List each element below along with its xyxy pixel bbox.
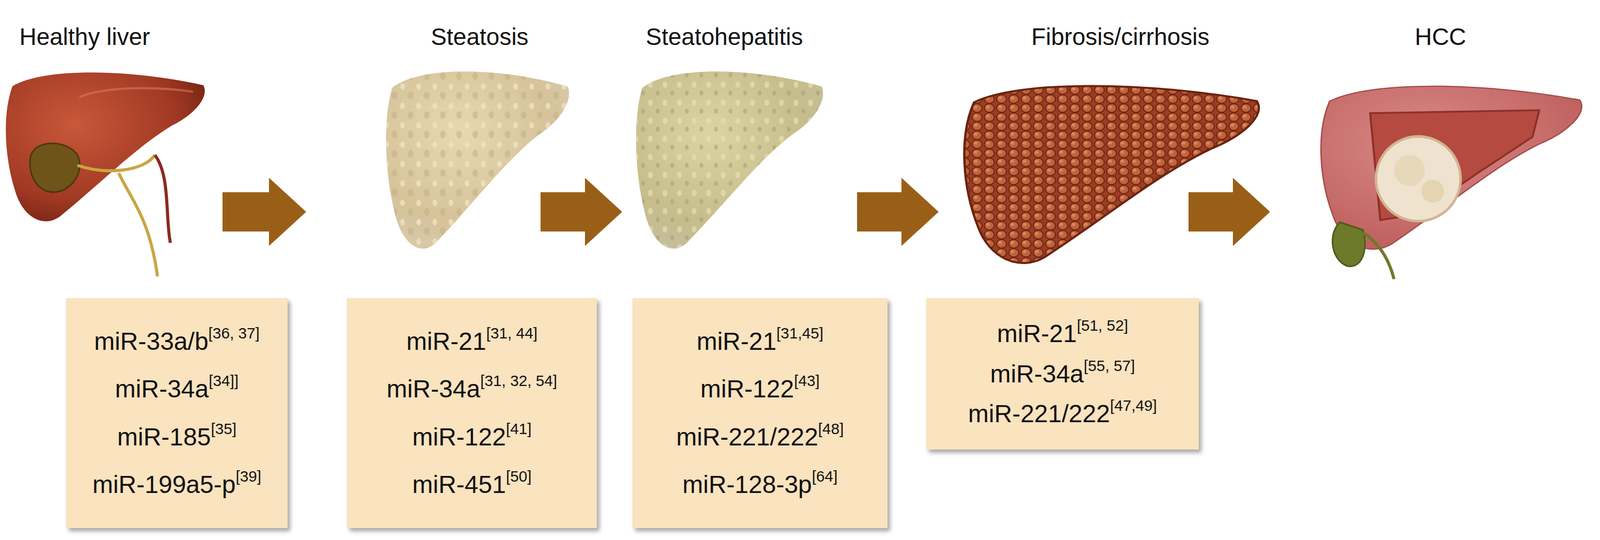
cirrhotic-liver: [964, 85, 1259, 263]
gallbladder: [1332, 222, 1366, 266]
mirna-name: miR-34a[34]]: [115, 373, 239, 404]
mirna-name: miR-185[35]: [117, 421, 237, 452]
mirna-name: miR-221/222[48]: [676, 421, 844, 452]
mirna-name: miR-21[31, 44]: [406, 326, 538, 357]
mirna-name: miR-451[50]: [412, 469, 532, 500]
mirna-box: miR-21[51, 52] miR-34a[55, 57] miR-221/222…: [926, 297, 1199, 450]
stage-heading: Healthy liver: [19, 22, 150, 52]
steatohepatitis-liver: [636, 71, 823, 249]
liver-body: [964, 85, 1259, 263]
liver-highlight: [79, 88, 194, 98]
progression-arrow: [857, 177, 939, 246]
progression-arrow: [540, 177, 623, 246]
inflamed-spots: [636, 71, 823, 249]
liver-body: [5, 72, 205, 221]
gallbladder: [29, 143, 80, 193]
stage-heading: Steatosis: [430, 22, 529, 52]
stage-heading: HCC: [1414, 22, 1467, 52]
tumour-texture: [1421, 179, 1445, 203]
stage-heading: Fibrosis/cirrhosis: [1031, 22, 1210, 52]
mirna-box: miR-21[31, 44] miR-34a[31, 32, 54] miR-122…: [346, 297, 597, 528]
tumour-texture: [1393, 154, 1425, 186]
mirna-name: miR-33a/b[36, 37]: [93, 326, 260, 357]
bile-duct: [1363, 232, 1394, 279]
mirna-box: miR-21[31,45] miR-122[43] miR-221/222[48] m…: [632, 297, 888, 528]
bile-duct: [77, 154, 158, 277]
mirna-box: miR-33a/b[36, 37] miR-34a[34]] miR-185[35]…: [66, 297, 288, 528]
mirna-name: miR-199a5-p[39]: [92, 469, 262, 500]
mirna-name: miR-122[41]: [412, 421, 532, 452]
mirna-name: miR-221/222[47,49]: [968, 398, 1158, 429]
progression-arrow: [222, 177, 307, 246]
mirna-name: miR-128-3p[64]: [682, 469, 838, 500]
hcc-liver: [1321, 86, 1582, 249]
progression-arrow: [1188, 177, 1271, 246]
liver-body: [1321, 86, 1582, 249]
tumour: [1375, 136, 1461, 221]
blood-vessel: [154, 154, 171, 243]
mirna-name: miR-34a[55, 57]: [990, 358, 1136, 389]
mirna-name: miR-21[51, 52]: [996, 318, 1129, 349]
mirna-name: miR-34a[31, 32, 54]: [386, 373, 558, 404]
mirna-name: miR-21[31,45]: [696, 326, 824, 357]
liver-nodules: [964, 85, 1259, 263]
mirna-name: miR-122[43]: [700, 373, 820, 404]
liver-body: [636, 71, 823, 249]
healthy-liver: [5, 72, 205, 221]
stage-heading: Steatohepatitis: [645, 22, 803, 52]
